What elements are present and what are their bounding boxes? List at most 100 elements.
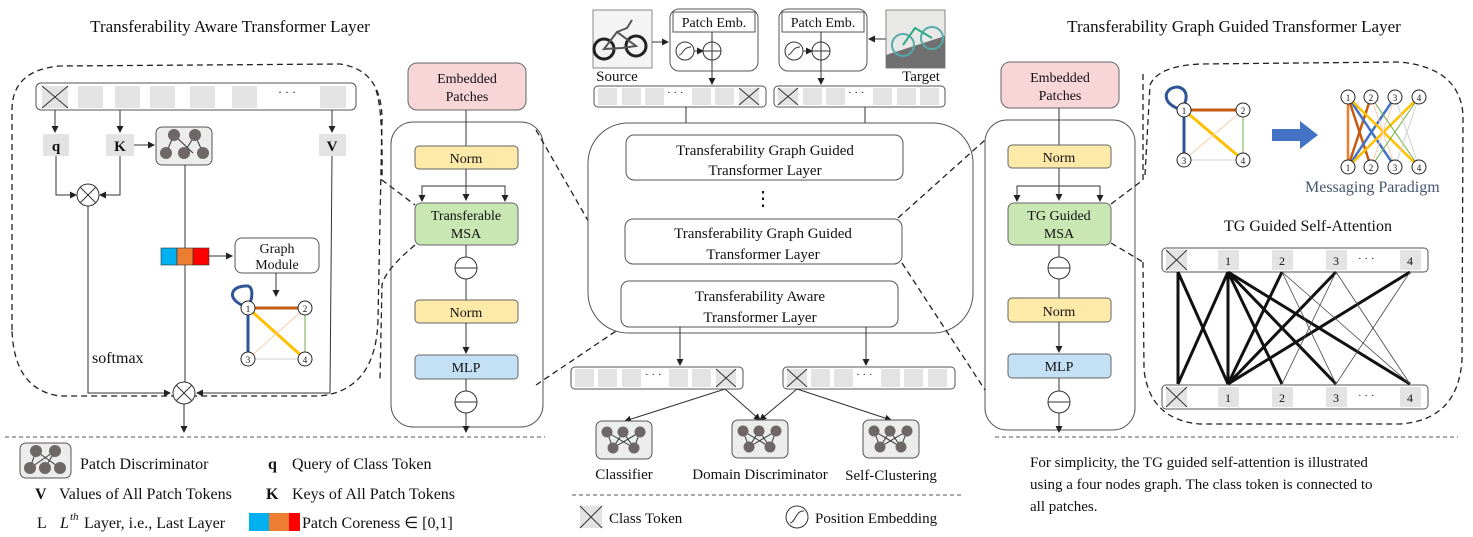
- svg-text:3: 3: [1333, 391, 1339, 405]
- svg-text:Transformer Layer: Transformer Layer: [708, 163, 821, 179]
- messaging-paradigm-graph: 1 2 3 4 1 2 3 4: [1340, 89, 1427, 175]
- svg-text:1: 1: [246, 304, 251, 314]
- class-token-legend-icon: [579, 505, 603, 529]
- class-token: [777, 87, 799, 106]
- k-label: K: [114, 139, 126, 155]
- q-box: [43, 134, 69, 156]
- patch-token: [115, 86, 140, 108]
- graph-module-label: Graph: [260, 242, 295, 257]
- position-embedding-icon: [675, 41, 695, 61]
- target-label: Target: [902, 69, 941, 85]
- token-ellipsis: · · ·: [278, 85, 296, 99]
- zoom-connector: [1110, 242, 1144, 263]
- class-token: [786, 368, 808, 388]
- stack-ellipsis: ⋮: [753, 188, 773, 210]
- svg-text:1: 1: [1346, 163, 1351, 173]
- zoom-connector: [1110, 70, 1144, 205]
- classifier-label: Classifier: [595, 467, 653, 483]
- legend-k-desc: Keys of All Patch Tokens: [292, 486, 455, 503]
- position-embedding-icon: [784, 41, 804, 61]
- right-panel-title: Transferability Graph Guided Transformer…: [1067, 17, 1401, 36]
- add-icon: [811, 41, 831, 61]
- svg-text:Transferability Graph Guided: Transferability Graph Guided: [676, 143, 854, 159]
- legend-v-desc: Values of All Patch Tokens: [59, 486, 232, 503]
- legend-coreness-desc: Patch Coreness ∈ [0,1]: [302, 515, 453, 532]
- svg-text:4: 4: [1407, 391, 1413, 405]
- domain-discriminator-label: Domain Discriminator: [692, 467, 827, 483]
- svg-text:4: 4: [1417, 163, 1422, 173]
- multiply-icon: [76, 183, 100, 207]
- svg-text:Transferability Graph Guided: Transferability Graph Guided: [674, 226, 852, 242]
- legend-l-desc: Layer, i.e., Last Layer: [84, 515, 226, 532]
- svg-text:2: 2: [1241, 106, 1246, 116]
- svg-text:· · ·: · · ·: [667, 87, 684, 99]
- class-token: [738, 87, 760, 106]
- classifier-icon: [595, 420, 653, 460]
- svg-text:· · ·: · · ·: [856, 369, 873, 381]
- patch-token: [232, 86, 257, 108]
- svg-text:Transformer Layer: Transformer Layer: [706, 247, 819, 263]
- patch-emb-target-label-box: [781, 11, 865, 33]
- add-icon: [702, 41, 722, 61]
- self-clustering-icon: [862, 419, 920, 459]
- svg-text:3: 3: [1333, 254, 1339, 268]
- tg-graph: 1 2 3 4: [1164, 85, 1251, 168]
- legend-l-symbol: L: [37, 515, 47, 532]
- legend-q-desc: Query of Class Token: [292, 456, 431, 473]
- svg-text:2: 2: [1279, 391, 1285, 405]
- tg-guided-layer-bottom: [624, 218, 903, 265]
- svg-text:MLP: MLP: [1045, 360, 1074, 375]
- zoom-connector: [535, 324, 626, 386]
- svg-text:Norm: Norm: [450, 306, 483, 321]
- svg-text:MSA: MSA: [1044, 227, 1075, 242]
- softmax-label: softmax: [92, 350, 144, 367]
- transferability-aware-layer: [620, 280, 899, 328]
- multiply-icon: [172, 381, 196, 405]
- svg-text:· · ·: · · ·: [645, 369, 662, 381]
- tg-guided-layer-top: [625, 134, 904, 181]
- attention-edges: [1176, 270, 1411, 386]
- svg-text:1: 1: [1182, 106, 1187, 116]
- svg-text:3: 3: [1393, 163, 1398, 173]
- position-embedding-legend-icon: [785, 505, 809, 529]
- attention-top-token-row: [1161, 247, 1429, 273]
- v-box: [319, 134, 346, 156]
- svg-text:Patches: Patches: [1039, 89, 1082, 104]
- svg-text:1: 1: [1225, 391, 1231, 405]
- add-icon: [454, 390, 478, 414]
- svg-text:4: 4: [1241, 156, 1246, 166]
- transferability-graph: 1 2 3 4: [231, 284, 313, 367]
- right-panel-dashed-border: [1142, 61, 1464, 425]
- svg-text:2: 2: [303, 304, 308, 314]
- legend-k-symbol: K: [266, 486, 279, 503]
- svg-text:1: 1: [1346, 93, 1351, 103]
- patch-token: [320, 86, 346, 108]
- graph-module-box: [234, 237, 320, 274]
- svg-text:3: 3: [1393, 93, 1398, 103]
- svg-text:4: 4: [303, 355, 308, 365]
- legend-position-embedding: Position Embedding: [815, 511, 938, 527]
- zoom-connector: [375, 89, 416, 206]
- embedded-patches-box: [1000, 61, 1120, 109]
- class-token: [41, 85, 69, 109]
- patch-token: [78, 86, 103, 108]
- patch-emb-source-label-box: [672, 11, 756, 33]
- svg-text:2: 2: [1369, 93, 1374, 103]
- svg-text:TG Guided: TG Guided: [1027, 209, 1090, 224]
- svg-text:Transferability Aware: Transferability Aware: [695, 289, 825, 305]
- svg-text:Patch Emb.: Patch Emb.: [791, 16, 856, 31]
- svg-text:3: 3: [1182, 156, 1187, 166]
- svg-text:MSA: MSA: [451, 227, 482, 242]
- svg-text:4: 4: [1417, 93, 1422, 103]
- messaging-paradigm-label: Messaging Paradigm: [1305, 179, 1440, 196]
- legend-q-symbol: q: [268, 456, 277, 473]
- svg-text:Patches: Patches: [446, 90, 489, 105]
- svg-text:Patch Emb.: Patch Emb.: [682, 16, 747, 31]
- class-token: [1165, 386, 1188, 408]
- patch-coreness-bar: [160, 247, 210, 266]
- attention-title: TG Guided Self-Attention: [1224, 218, 1392, 235]
- legend-l-superscript: th: [70, 511, 79, 523]
- add-icon: [454, 256, 478, 280]
- svg-text:Embedded: Embedded: [1030, 71, 1090, 86]
